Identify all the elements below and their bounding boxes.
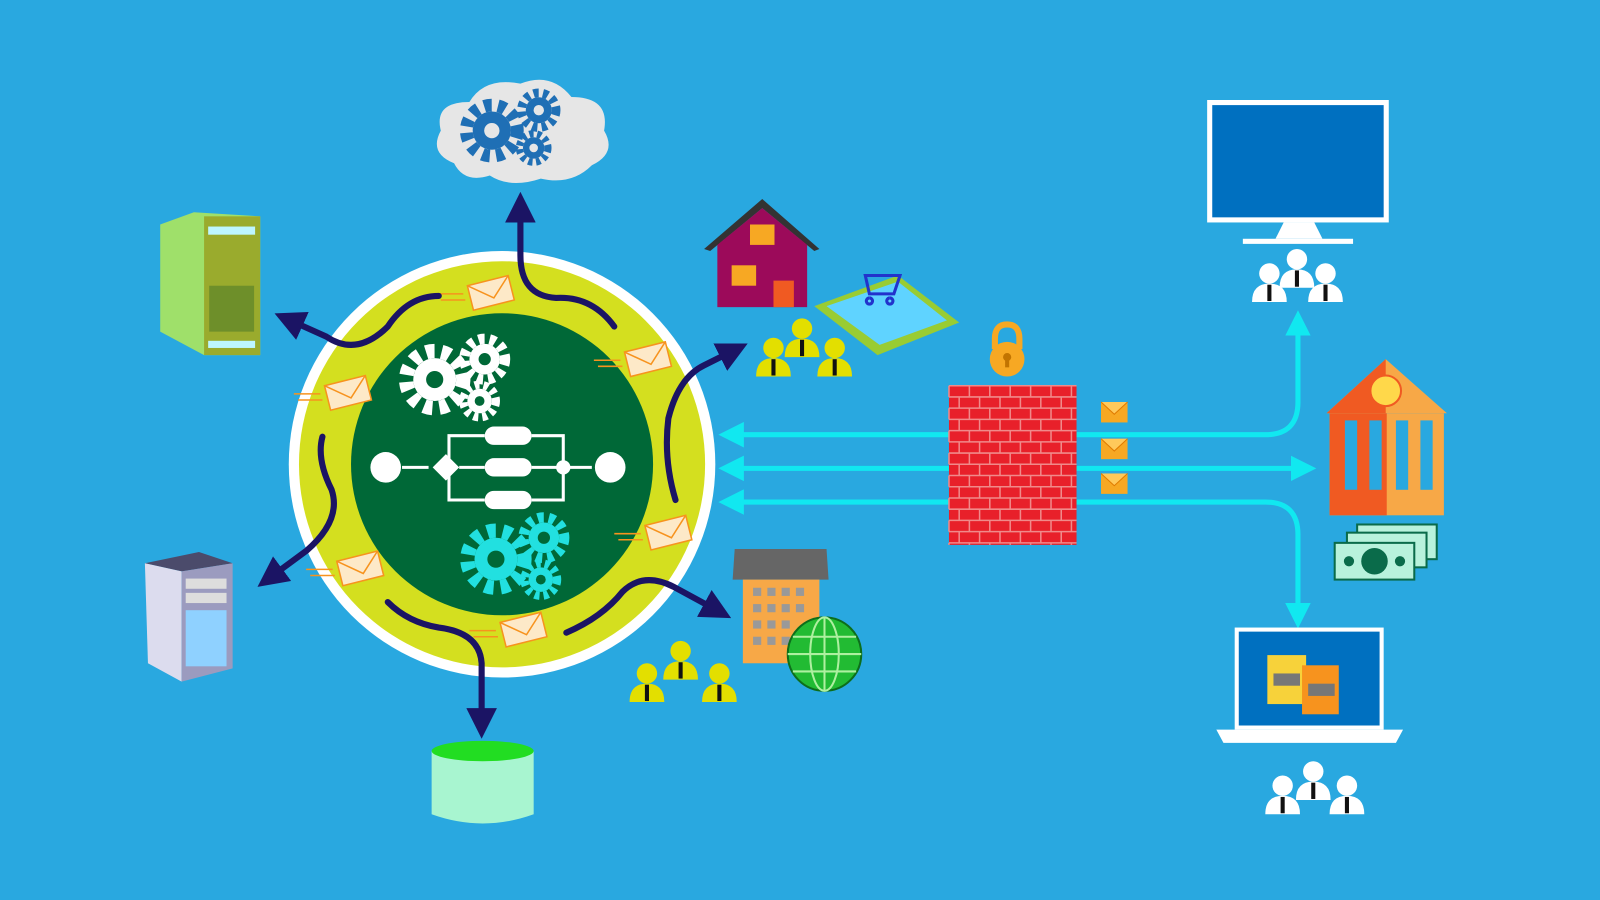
integration-hub xyxy=(288,251,716,678)
globe-icon xyxy=(786,616,863,692)
flow-arrows xyxy=(257,191,748,739)
money-icon xyxy=(1333,523,1438,581)
padlock-icon xyxy=(989,321,1025,377)
firewall-icon xyxy=(948,384,1077,545)
arrow-to-server xyxy=(257,433,337,587)
arrow-to-monitor xyxy=(1076,310,1311,438)
shopping-tablet-icon xyxy=(814,273,960,356)
house-icon xyxy=(704,198,820,308)
envelope-icon xyxy=(1100,401,1129,495)
arrow-to-office xyxy=(563,577,732,636)
process-flow-icon xyxy=(370,426,626,510)
arrow-to-database xyxy=(384,598,497,739)
database-icon xyxy=(431,740,534,824)
arrow-to-cloud xyxy=(505,191,618,330)
server-icon xyxy=(144,552,233,682)
arrow-to-laptop xyxy=(1076,499,1311,629)
arrow-to-house xyxy=(663,343,748,504)
laptop-icon xyxy=(1216,627,1404,743)
cloud-gears-icon xyxy=(436,79,609,184)
tower-pc-icon xyxy=(160,212,261,356)
bank-icon xyxy=(1326,359,1447,516)
arrow-to-tower xyxy=(274,292,442,348)
network-arrows xyxy=(718,310,1317,629)
monitor-icon xyxy=(1207,100,1389,244)
